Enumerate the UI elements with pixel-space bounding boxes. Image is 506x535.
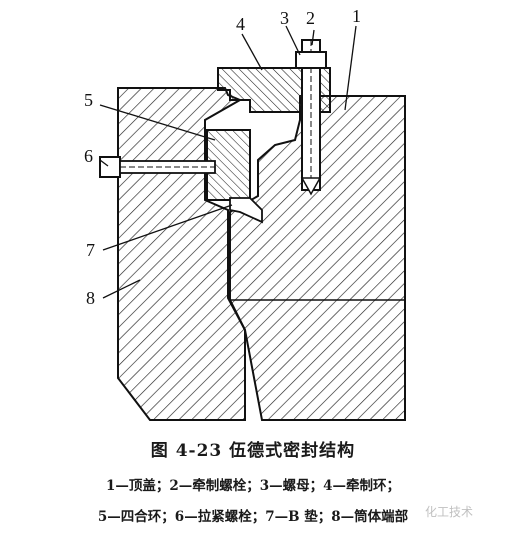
leader-lines	[99, 25, 357, 299]
callout-8: 8	[86, 288, 95, 308]
b-gasket-part	[229, 197, 263, 224]
callout-2: 2	[306, 8, 315, 28]
holding-bolt-part	[300, 39, 322, 196]
callout-3: 3	[280, 8, 289, 28]
callout-7: 7	[86, 240, 95, 260]
callout-1: 1	[352, 6, 361, 26]
callout-6: 6	[84, 146, 93, 166]
wood-seal-diagram: 1 2 3 4 5 6 7 8	[84, 6, 406, 421]
legend-line-1: 1—顶盖；2—牵制螺栓；3—螺母；4—牵制环；	[105, 478, 401, 494]
top-cover-part	[229, 95, 406, 421]
nut-part	[295, 51, 327, 69]
watermark: 化工技术	[425, 505, 474, 519]
callout-4: 4	[236, 14, 245, 34]
legend-line-2: 5—四合环；6—拉紧螺栓；7—B 垫；8—筒体端部	[97, 509, 409, 525]
figure-caption: 图 4-23 伍德式密封结构	[150, 441, 356, 461]
tie-bolt-part	[99, 156, 216, 178]
callout-5: 5	[84, 90, 93, 110]
